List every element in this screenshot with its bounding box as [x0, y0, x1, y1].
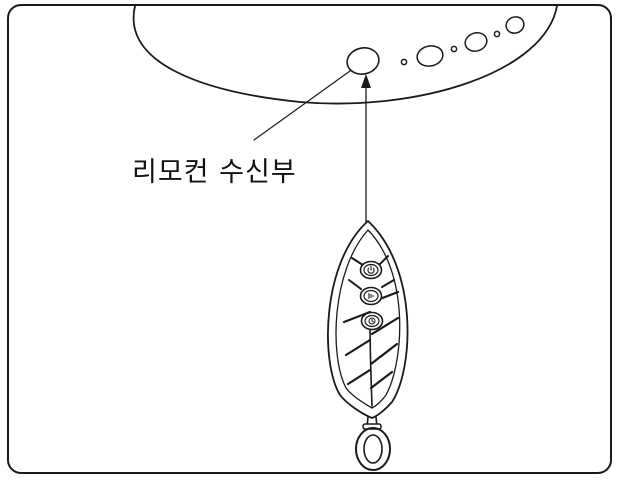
indicator-large: [416, 45, 444, 67]
signal-arrow-head: [361, 74, 371, 88]
indicator-large: [464, 32, 488, 52]
remote-receiver-window: [346, 47, 380, 75]
fan-speed-button: [359, 286, 383, 306]
leaf-vein: [381, 279, 395, 288]
remote-inner-face: [335, 229, 401, 409]
fan-speed-icon: [368, 292, 374, 300]
device-body: [132, 5, 558, 105]
ring-outer: [355, 427, 391, 471]
signal-arrow: [361, 74, 371, 223]
indicator-dot: [400, 58, 408, 66]
timer-button: [360, 311, 384, 331]
ring-inner: [363, 434, 383, 464]
leaf-vein: [369, 342, 399, 366]
leaf-remote-control: [327, 220, 409, 471]
leaf-vein: [346, 368, 372, 386]
remote-receiver-label: 리모컨 수신부: [132, 157, 297, 188]
indicator-dot: [450, 45, 458, 53]
power-button: [359, 260, 383, 280]
leaf-vein: [348, 279, 362, 290]
leaf-vein: [378, 255, 389, 266]
timer-icon: [368, 317, 376, 325]
key-ring: [355, 416, 391, 471]
diagram-frame: [7, 4, 612, 474]
leaf-vein: [369, 370, 394, 390]
leaf-vein: [344, 338, 372, 357]
indicator-large: [505, 16, 525, 34]
leaf-vein: [370, 316, 400, 336]
callout-leader-line: [253, 70, 351, 141]
device-outline: [132, 5, 558, 105]
indicator-dot: [493, 30, 501, 38]
power-icon: [367, 265, 375, 274]
